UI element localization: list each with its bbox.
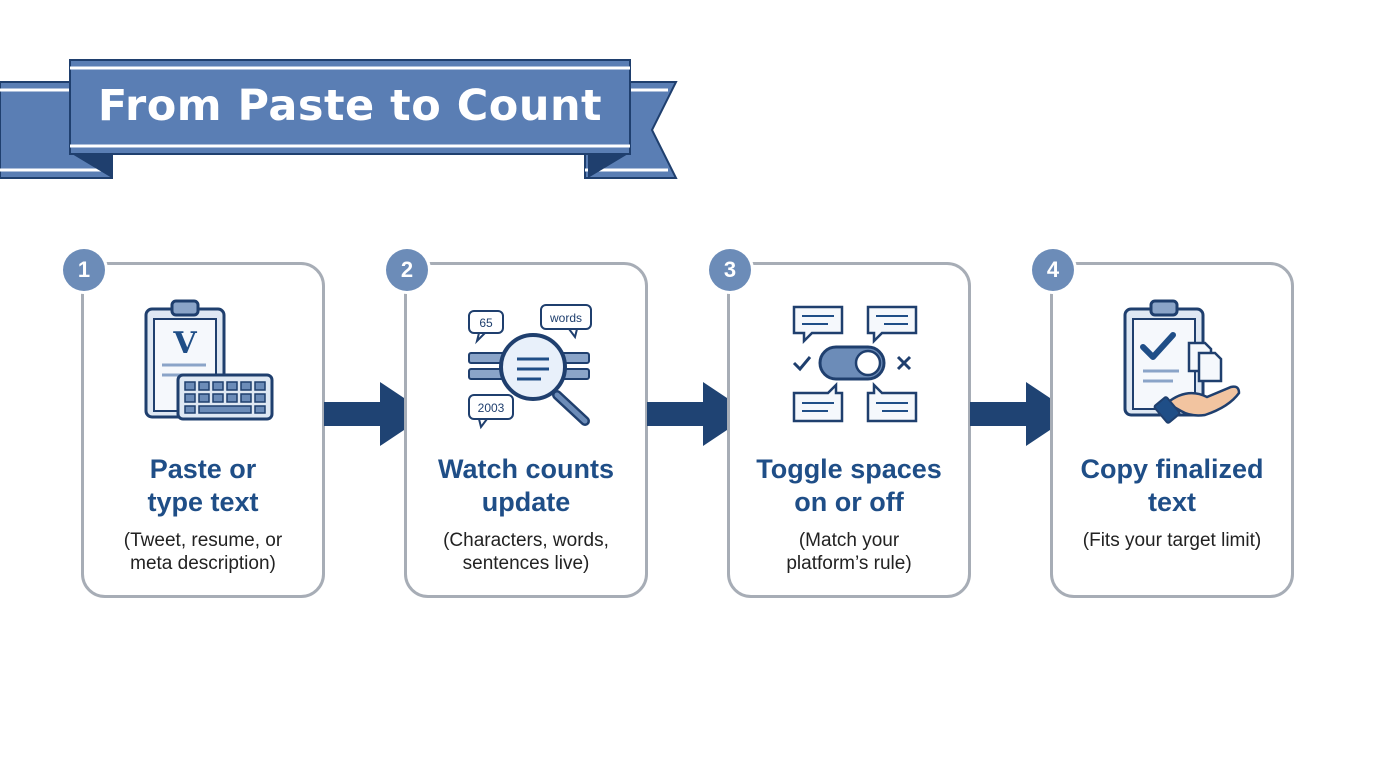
- step-card-2: 65 words 2003 Watch counts update (Chara…: [404, 262, 648, 598]
- count-bubble: words: [549, 311, 582, 325]
- arrow-right-icon: [647, 382, 751, 446]
- step-description-line: (Fits your target limit): [1082, 530, 1262, 551]
- clipboard-letter: V: [172, 326, 197, 361]
- step-title-line: update: [481, 487, 571, 517]
- step-card-4: Copy finalized text (Fits your target li…: [1050, 262, 1294, 598]
- step-title-line: Watch counts: [437, 454, 614, 484]
- step-title-line: text: [1147, 487, 1196, 517]
- arrow-right-icon: [970, 382, 1074, 446]
- arrow-right-icon: [324, 382, 428, 446]
- title-banner: From Paste to Count: [0, 56, 690, 186]
- toggle-switch-icon: [792, 305, 918, 423]
- step-number-badge: 4: [1032, 249, 1074, 291]
- step-title: Copy finalized text: [1057, 453, 1287, 519]
- count-bubble: 2003: [478, 401, 505, 415]
- step-description-line: meta description): [130, 553, 276, 574]
- step-number-badge: 1: [63, 249, 105, 291]
- step-description-line: platform’s rule): [786, 553, 912, 574]
- step-title-line: type text: [147, 487, 259, 517]
- count-bubble: 65: [479, 316, 493, 330]
- step-number-badge: 3: [709, 249, 751, 291]
- step-title-line: Paste or: [149, 454, 257, 484]
- step-title: Paste or type text: [88, 453, 318, 519]
- step-card-3: Toggle spaces on or off (Match your plat…: [727, 262, 971, 598]
- step-title: Watch counts update: [411, 453, 641, 519]
- clipboard-check-copy-icon: [1123, 299, 1241, 424]
- step-description-line: (Characters, words,: [443, 530, 609, 551]
- step-title-line: Toggle spaces: [756, 454, 942, 484]
- step-description: (Characters, words, sentences live): [415, 529, 637, 575]
- step-title-line: Copy finalized: [1080, 454, 1264, 484]
- magnifier-counts-icon: 65 words 2003: [468, 304, 592, 430]
- step-description-line: sentences live): [462, 553, 590, 574]
- step-title-line: on or off: [794, 487, 904, 517]
- step-description: (Fits your target limit): [1061, 529, 1283, 552]
- page-title: From Paste to Count: [97, 81, 603, 131]
- ribbon-shape: [0, 59, 678, 179]
- step-description: (Tweet, resume, or meta description): [92, 529, 314, 575]
- step-number-badge: 2: [386, 249, 428, 291]
- step-description: (Match your platform’s rule): [738, 529, 960, 575]
- step-description-line: (Match your: [798, 530, 900, 551]
- clipboard-keyboard-icon: V: [144, 299, 274, 421]
- step-description-line: (Tweet, resume, or: [123, 530, 283, 551]
- step-title: Toggle spaces on or off: [734, 453, 964, 519]
- step-card-1: V Paste or type text (Tweet, resume, or …: [81, 262, 325, 598]
